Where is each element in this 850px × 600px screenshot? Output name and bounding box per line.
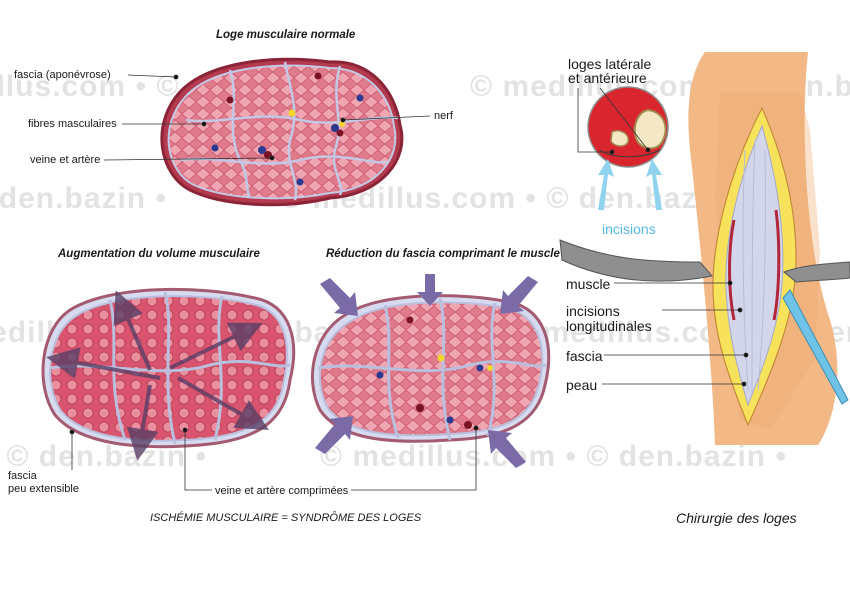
label-long-incisions-1: incisions	[566, 303, 620, 319]
normal-leaders	[103, 74, 431, 161]
caption-ischemia: ISCHÉMIE MUSCULAIRE = SYNDRÔME DES LOGES	[150, 512, 422, 524]
increase-title: Augmentation du volume musculaire	[58, 248, 260, 260]
caption-surgery: Chirurgie des loges	[676, 510, 797, 526]
label-fibres: fibres masculaires	[28, 118, 117, 130]
inset-cross-section	[587, 86, 669, 168]
label-fascia-rigid-2: peu extensible	[8, 483, 79, 495]
reduction-title: Réduction du fascia comprimant le muscle	[326, 248, 560, 260]
label-nerve: nerf	[434, 110, 453, 122]
normal-cross-section	[160, 57, 404, 207]
label-compressed-vessels: veine et artère comprimées	[212, 485, 352, 498]
increase-leaders	[69, 429, 75, 470]
watermark-text: © medillus.com • © den.bazin •	[0, 182, 167, 215]
label-loges-2: et antérieure	[568, 70, 647, 86]
label-loges-1: loges latérale	[568, 56, 652, 72]
reduction-cross-section	[311, 294, 551, 443]
compression-arrows	[315, 274, 538, 468]
surgery-leaders	[602, 280, 749, 387]
label-incisions: incisions	[602, 221, 656, 237]
label-fascia: fascia (aponévrose)	[14, 69, 111, 81]
incision-arrows	[598, 159, 662, 210]
label-muscle: muscle	[566, 276, 611, 292]
label-fascia-rigid-1: fascia	[8, 470, 37, 482]
leg-surgery	[559, 52, 850, 445]
label-skin: peau	[566, 377, 598, 393]
normal-title: Loge musculaire normale	[216, 29, 356, 41]
label-long-incisions-2: longitudinales	[566, 318, 652, 334]
increase-cross-section	[41, 287, 296, 461]
label-surgery-fascia: fascia	[566, 348, 603, 364]
label-vessels: veine et artère	[30, 154, 101, 166]
watermark-text: © medillus.com • © den.bazin •	[320, 440, 787, 473]
inset-leaders	[577, 87, 651, 155]
